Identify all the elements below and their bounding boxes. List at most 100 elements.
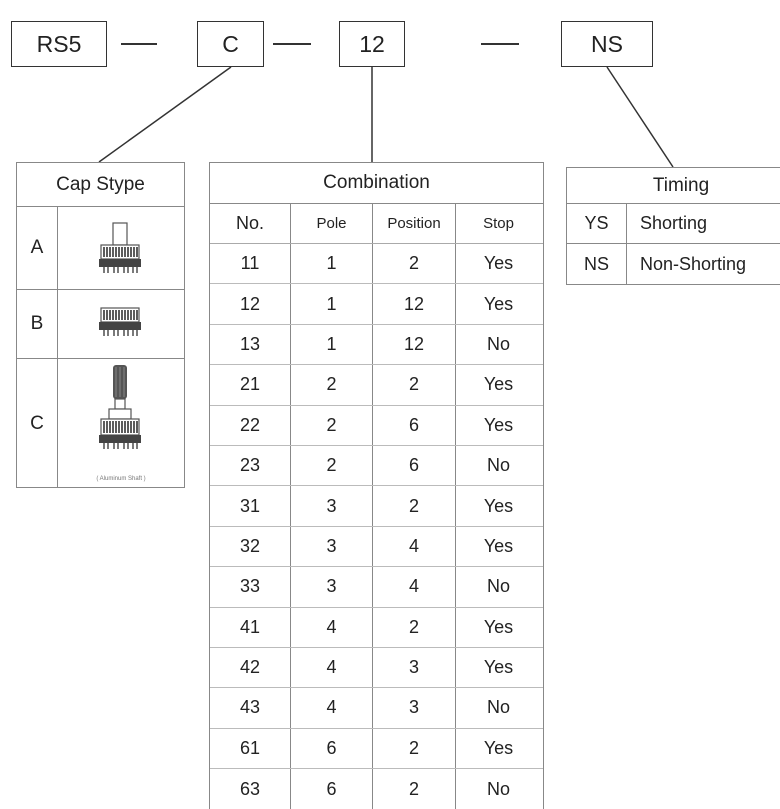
cell-pole: 2 [291, 405, 373, 445]
cell-position: 2 [373, 728, 456, 769]
cell-no: 21 [210, 365, 291, 405]
code-dash-2 [273, 43, 311, 45]
cell-pole: 4 [291, 647, 373, 688]
cap-letter: A [17, 207, 58, 289]
cell-stop: Yes [483, 495, 514, 516]
cell-pole: 3 [291, 567, 373, 607]
cap-row-a: A [17, 207, 184, 290]
cap-style-title: Cap Stype [17, 163, 184, 207]
cell-position: 2 [373, 486, 456, 526]
connector-timing [606, 66, 674, 168]
timing-table: Timing YS Shorting NS Non-Shorting [566, 167, 780, 285]
cell-pole: 3 [291, 486, 373, 526]
cell-pole: 1 [291, 284, 373, 324]
cell-position: 6 [373, 445, 456, 486]
cell-pole: 3 [291, 526, 373, 567]
code-cap-box: C [197, 21, 264, 67]
cell-pole: 2 [291, 445, 373, 486]
cell-no: 12 [210, 284, 291, 324]
cell-stop: Yes [483, 616, 514, 637]
cell-no: 63 [210, 769, 291, 809]
cell-stop: No [486, 778, 510, 799]
header-stop: Stop [483, 215, 514, 232]
cell-position: 2 [373, 607, 456, 647]
combination-title: Combination [210, 162, 543, 204]
cell-stop: Yes [483, 414, 514, 435]
connector-cap [98, 66, 232, 163]
cell-no: 22 [210, 405, 291, 445]
cell-stop: Yes [483, 657, 514, 678]
cell-pole: 4 [291, 607, 373, 647]
code-dash-1 [121, 43, 157, 45]
cap-row-c: C [17, 359, 184, 488]
cell-no: 13 [210, 324, 291, 365]
header-position: Position [373, 204, 456, 243]
timing-title: Timing [567, 168, 780, 204]
knob-cap-b-icon [58, 290, 184, 358]
code-prefix-box: RS5 [11, 21, 107, 67]
cap-row-b: B [17, 290, 184, 359]
cell-stop: Yes [483, 737, 514, 758]
timing-code: NS [567, 244, 627, 284]
cell-pole: 6 [291, 769, 373, 809]
cell-pole: 6 [291, 728, 373, 769]
header-no: No. [210, 204, 291, 243]
code-combination-box: 12 [339, 21, 405, 67]
cell-no: 11 [210, 244, 291, 284]
cell-stop: No [486, 697, 510, 718]
timing-row: NS Non-Shorting [567, 244, 780, 284]
cell-position: 2 [373, 244, 456, 284]
cell-position: 4 [373, 567, 456, 607]
cell-position: 2 [373, 365, 456, 405]
header-pole: Pole [291, 204, 373, 243]
cell-position: 3 [373, 647, 456, 688]
cell-stop: Yes [483, 253, 514, 274]
cell-position: 3 [373, 688, 456, 728]
cell-stop: Yes [483, 374, 514, 395]
knob-cap-a-icon [58, 207, 184, 289]
cell-stop: Yes [483, 535, 514, 556]
timing-desc: Shorting [640, 213, 708, 233]
cell-pole: 2 [291, 365, 373, 405]
cell-position: 4 [373, 526, 456, 567]
cell-stop: No [486, 333, 510, 354]
cell-no: 42 [210, 647, 291, 688]
cell-no: 32 [210, 526, 291, 567]
code-dash-3 [481, 43, 519, 45]
cell-no: 41 [210, 607, 291, 647]
cell-pole: 1 [291, 244, 373, 284]
shaft-note: ( Aluminum Shaft ) [96, 476, 146, 482]
cell-no: 31 [210, 486, 291, 526]
cell-stop: No [486, 455, 510, 476]
knob-shaft-c-icon: ( Aluminum Shaft ) [58, 359, 184, 488]
cell-position: 12 [373, 324, 456, 365]
code-timing-box: NS [561, 21, 653, 67]
cap-style-table: Cap Stype A [16, 162, 185, 488]
cell-no: 61 [210, 728, 291, 769]
cell-position: 6 [373, 405, 456, 445]
cap-letter: C [17, 359, 58, 488]
cell-pole: 4 [291, 688, 373, 728]
timing-desc: Non-Shorting [640, 253, 747, 274]
cell-position: 12 [373, 284, 456, 324]
timing-row: YS Shorting [567, 204, 780, 244]
cell-stop: Yes [483, 293, 514, 314]
